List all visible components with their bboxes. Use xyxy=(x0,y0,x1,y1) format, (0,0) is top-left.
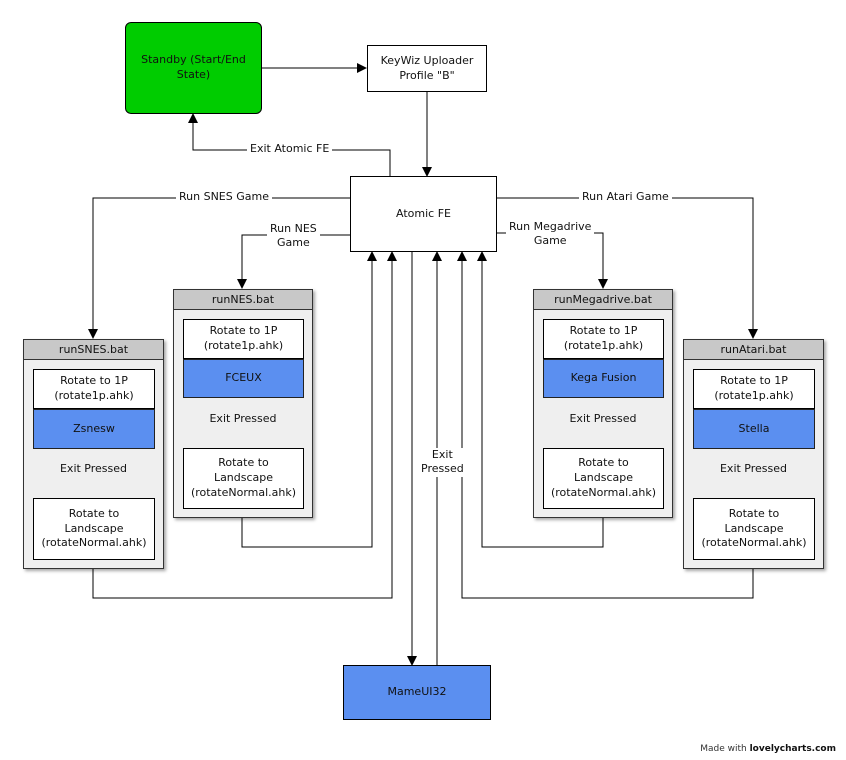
mameui32-node: MameUI32 xyxy=(343,665,491,720)
label-run-nes: Run NES Game xyxy=(267,222,320,251)
emulator-box: Kega Fusion xyxy=(543,359,664,398)
group-title: runNES.bat xyxy=(174,290,312,310)
keywiz-node: KeyWiz Uploader Profile "B" xyxy=(367,45,487,92)
rotate-1p-box: Rotate to 1P (rotate1p.ahk) xyxy=(33,369,155,409)
rotate-1p-box: Rotate to 1P (rotate1p.ahk) xyxy=(693,369,815,409)
edge-snes-return xyxy=(92,251,397,599)
emulator-box: FCEUX xyxy=(183,359,304,398)
exit-pressed-label: Exit Pressed xyxy=(59,462,128,475)
group-runsnes: runSNES.bat Rotate to 1P (rotate1p.ahk) … xyxy=(23,339,164,569)
made-with-text: Made with xyxy=(700,744,747,754)
emulator-box: Zsnesw xyxy=(33,409,155,449)
brand-link[interactable]: lovelycharts.com xyxy=(749,744,836,754)
rotate-1p-box: Rotate to 1P (rotate1p.ahk) xyxy=(183,319,304,359)
rotate-landscape-box: Rotate to Landscape (rotateNormal.ahk) xyxy=(543,448,664,509)
group-runatari: runAtari.bat Rotate to 1P (rotate1p.ahk)… xyxy=(683,339,824,569)
group-title: runAtari.bat xyxy=(684,340,823,360)
group-runmegadrive: runMegadrive.bat Rotate to 1P (rotate1p.… xyxy=(533,289,673,518)
footer-credit: Made with lovelycharts.com xyxy=(700,744,836,754)
exit-pressed-label: Exit Pressed xyxy=(209,412,277,425)
exit-pressed-label: Exit Pressed xyxy=(719,462,788,475)
rotate-landscape-box: Rotate to Landscape (rotateNormal.ahk) xyxy=(183,448,304,509)
group-runnes: runNES.bat Rotate to 1P (rotate1p.ahk) F… xyxy=(173,289,313,518)
label-run-megadrive: Run Megadrive Game xyxy=(506,220,595,249)
standby-node: Standby (Start/End State) xyxy=(125,22,262,114)
edge-megadrive-return xyxy=(477,251,604,548)
label-run-snes: Run SNES Game xyxy=(176,190,272,205)
label-run-atari: Run Atari Game xyxy=(579,190,672,205)
label-exit-atomic-fe: Exit Atomic FE xyxy=(247,142,333,157)
group-title: runMegadrive.bat xyxy=(534,290,672,310)
exit-pressed-label: Exit Pressed xyxy=(569,412,637,425)
edge-atari-return xyxy=(457,251,754,599)
group-title: runSNES.bat xyxy=(24,340,163,360)
rotate-1p-box: Rotate to 1P (rotate1p.ahk) xyxy=(543,319,664,359)
rotate-landscape-box: Rotate to Landscape (rotateNormal.ahk) xyxy=(693,498,815,560)
edge-nes-return xyxy=(241,251,377,548)
emulator-box: Stella xyxy=(693,409,815,449)
label-exit-pressed-mame: Exit Pressed xyxy=(418,448,467,477)
rotate-landscape-box: Rotate to Landscape (rotateNormal.ahk) xyxy=(33,498,155,560)
atomic-fe-node: Atomic FE xyxy=(350,176,497,252)
